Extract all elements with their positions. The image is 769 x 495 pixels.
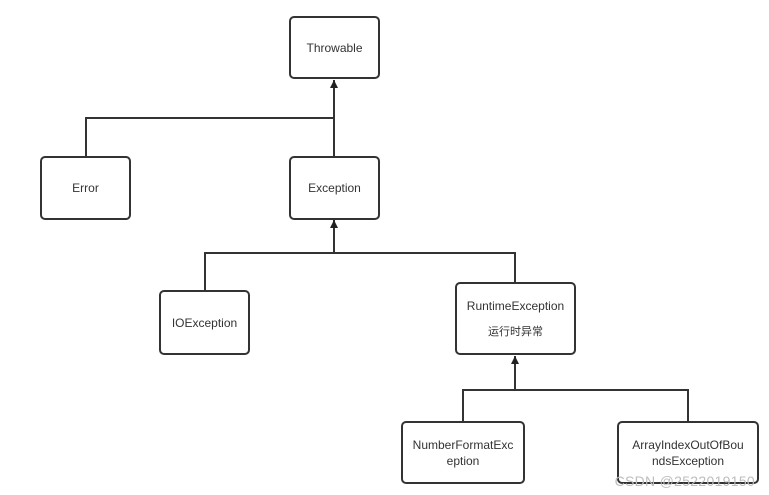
connector-ioexception-to-exception [204, 252, 516, 291]
node-numberformatexception-label-line1: NumberFormatExc [412, 437, 514, 452]
node-runtimeexception-sublabel: 运行时异常 [488, 324, 543, 338]
node-arrayindex-label-line1: ArrayIndexOutOfBou [632, 437, 744, 452]
node-exception: Exception [289, 156, 380, 220]
connector-error-to-throwable [85, 117, 334, 157]
node-throwable: Throwable [289, 16, 380, 79]
node-error-label: Error [72, 181, 99, 195]
node-exception-label: Exception [308, 181, 361, 195]
connector-numberformat-to-runtime [462, 389, 689, 422]
node-numberformatexception: NumberFormatExc eption [401, 421, 525, 484]
node-throwable-label: Throwable [306, 40, 363, 55]
node-arrayindex-label-line2: ndsException [651, 453, 725, 468]
node-error: Error [40, 156, 131, 220]
node-ioexception-label: IOException [171, 315, 238, 330]
node-runtimeexception: RuntimeException 运行时异常 [455, 282, 576, 355]
node-runtimeexception-label: RuntimeException [466, 298, 565, 313]
node-numberformatexception-label-line2: eption [446, 453, 480, 468]
watermark: CSDN @2522019150 [614, 473, 755, 489]
node-arrayindexoutofboundsexception: ArrayIndexOutOfBou ndsException [617, 421, 759, 484]
node-ioexception: IOException [159, 290, 250, 355]
